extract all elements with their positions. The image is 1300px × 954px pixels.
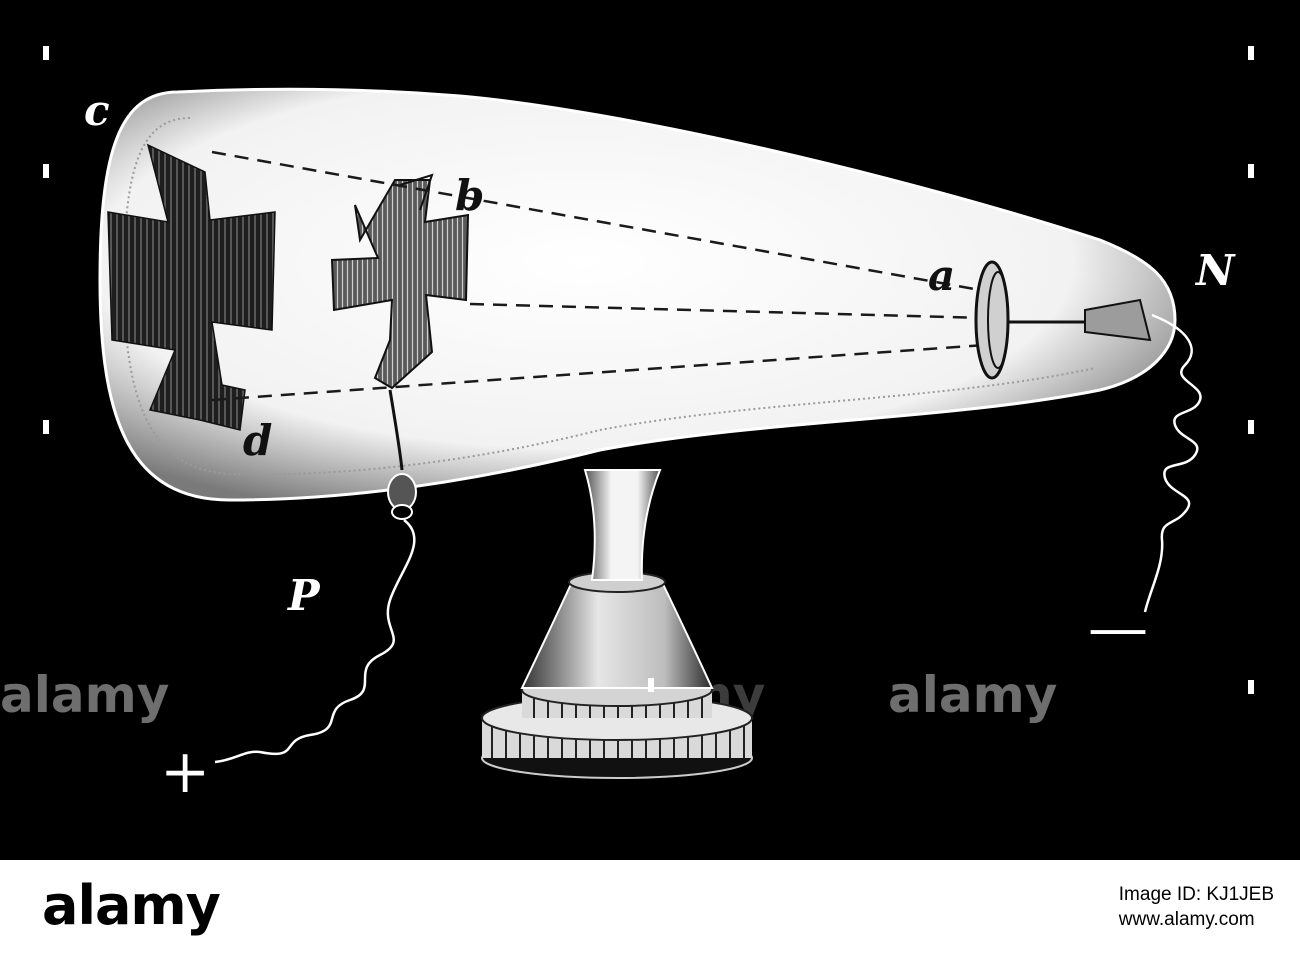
glass-tube [98, 87, 1177, 502]
label-minus: — [1088, 593, 1148, 663]
shadow-cross-c [107, 143, 276, 431]
label-b: b [455, 171, 484, 220]
footer-url[interactable]: www.alamy.com [1118, 909, 1255, 930]
negative-wire [1143, 313, 1202, 613]
footer-bar: alamy Image ID: KJ1JEB www.alamy.com [0, 860, 1300, 954]
anode-connector [387, 389, 417, 520]
stand-base [481, 571, 753, 779]
edge-dots [43, 46, 1254, 694]
label-P: P [287, 571, 321, 620]
ray-lines [211, 150, 986, 402]
crookes-tube-diagram: alamy alamy alamy [0, 46, 1254, 807]
positive-wire [214, 519, 416, 764]
maltese-cross-b [330, 173, 470, 390]
glass-tube-inner-edge [122, 117, 1096, 476]
footer-logo: alamy [42, 874, 221, 937]
illustration-area: alamy alamy alamy [0, 46, 1254, 807]
label-c: c [84, 86, 110, 135]
tube-stem [583, 469, 662, 581]
footer-id-block: Image ID: KJ1JEB www.alamy.com [1119, 882, 1274, 932]
watermark-center: alamy [888, 666, 1057, 724]
label-plus: + [160, 737, 210, 807]
label-a: a [928, 251, 955, 300]
image-id-text: Image ID: KJ1JEB [1118, 884, 1274, 905]
label-d: d [243, 416, 272, 465]
watermark-left: alamy [0, 666, 169, 724]
cathode-disc-a [974, 260, 1152, 380]
label-N: N [1194, 246, 1236, 295]
